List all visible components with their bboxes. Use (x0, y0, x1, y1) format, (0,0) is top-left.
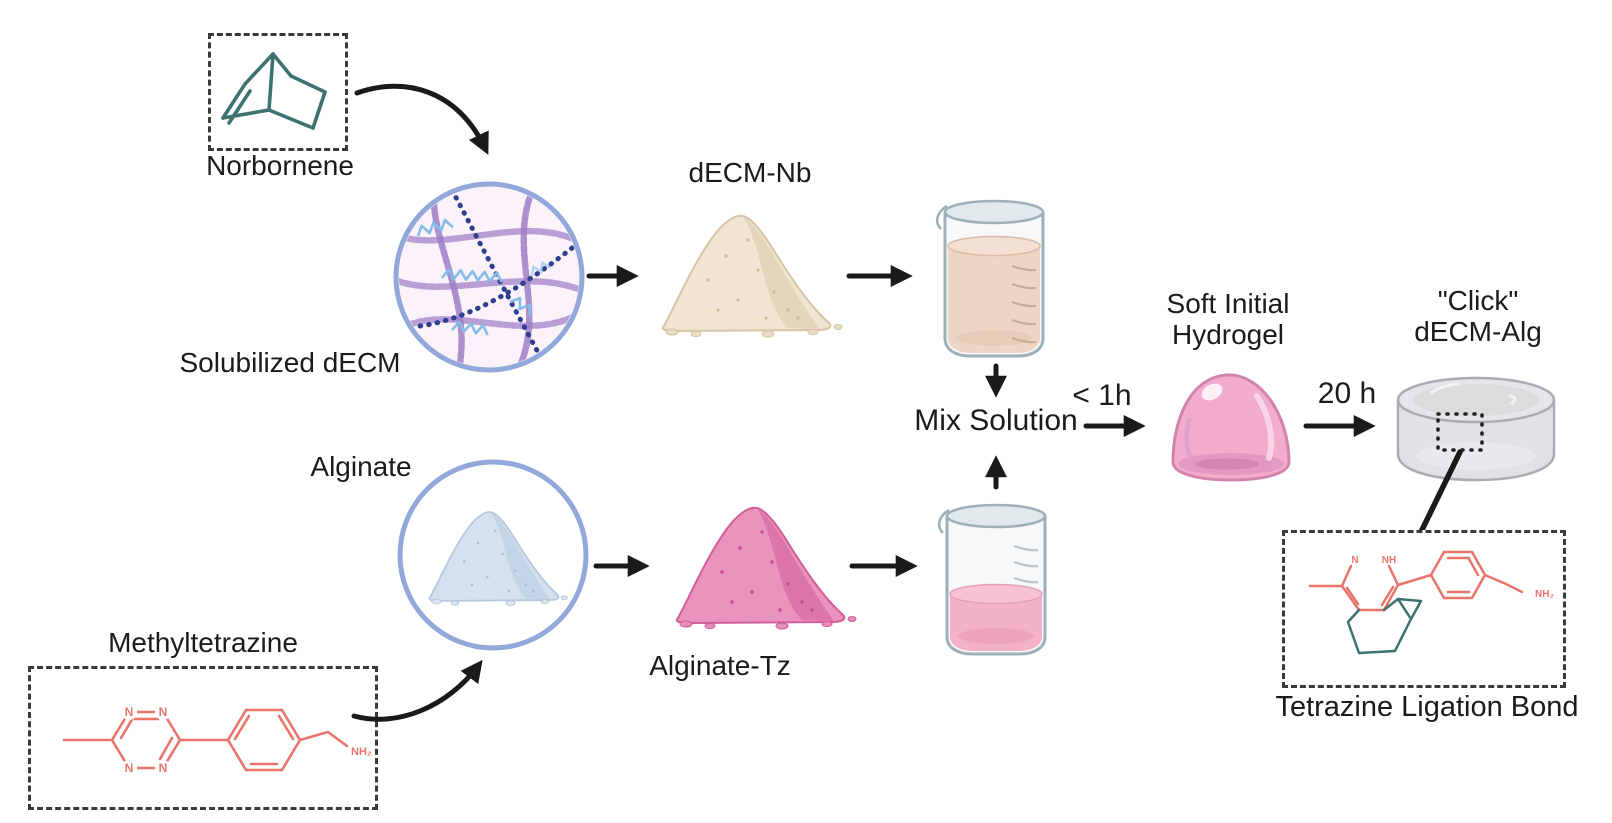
solubilized-decm-label: Solubilized dECM (179, 347, 401, 378)
alginate-tz-solution-beaker (937, 503, 1047, 656)
bond-callout-line (1417, 449, 1463, 537)
soft-hydrogel-icon (1171, 373, 1291, 482)
alginate-powder-icon (397, 459, 589, 651)
click-gel-dish-icon (1396, 376, 1556, 482)
arrow-hydrogel-to-click (1303, 414, 1376, 438)
soft-hydrogel-label-line1: Soft Initial (1166, 288, 1290, 319)
tetrazine-atom-n2: N (159, 705, 168, 719)
click-decm-alg-label-line1: "Click" (1437, 285, 1519, 316)
tetrazine-bond-box: N NH NH₂ (1282, 530, 1566, 688)
alginate-tz-label: Alginate-Tz (649, 650, 791, 681)
decm-nb-label: dECM-Nb (688, 157, 812, 188)
arrow-norbornene-to-decm (354, 83, 489, 155)
norbornene-label: Norbornene (206, 150, 354, 181)
tetrazine-atom-n3: N (125, 761, 134, 775)
arrow-mix-to-hydrogel (1083, 414, 1146, 438)
methyltetrazine-structure-box: N N N N NH₂ (28, 666, 378, 810)
arrow-methyltetrazine-to-alginate (351, 659, 483, 722)
tetrazine-atom-n4: N (159, 761, 168, 775)
tetrazine-atom-n1: N (125, 705, 134, 719)
soft-hydrogel-label: Soft Initial Hydrogel (1148, 288, 1308, 351)
methyltetrazine-label: Methyltetrazine (108, 627, 298, 658)
arrow-bottom-beaker-to-mix (984, 455, 1008, 490)
bond-atom-n: N (1351, 555, 1358, 566)
arrow-top-beaker-to-mix (984, 363, 1008, 398)
solubilized-decm-icon (393, 181, 585, 373)
tetrazine-ligation-bond-icon: N NH NH₂ (1308, 550, 1554, 655)
methyltetrazine-molecule-icon: N N N N NH₂ (62, 704, 372, 776)
mix-solution-label: Mix Solution (914, 404, 1078, 437)
mix-time-label: < 1h (1072, 379, 1132, 412)
arrow-tz-powder-to-beaker (849, 554, 918, 578)
click-decm-alg-label: "Click" dECM-Alg (1396, 285, 1560, 348)
alginate-tz-powder-icon (675, 506, 857, 630)
bond-atom-nh: NH (1382, 555, 1396, 566)
tetrazine-bond-label: Tetrazine Ligation Bond (1275, 691, 1579, 723)
bond-zoom-region-marker (1436, 412, 1484, 452)
norbornene-structure-box (208, 33, 348, 151)
arrow-powder-to-beaker (846, 264, 913, 288)
arrow-decm-to-powder (586, 264, 639, 288)
soft-hydrogel-label-line2: Hydrogel (1171, 319, 1285, 351)
norbornene-molecule-icon (221, 52, 327, 130)
click-decm-alg-label-line2: dECM-Alg (1414, 316, 1542, 348)
tetrazine-atom-nh2: NH₂ (351, 746, 372, 758)
decm-nb-powder-icon (661, 214, 843, 338)
bond-atom-nh2: NH₂ (1535, 589, 1554, 600)
decm-nb-solution-beaker (935, 199, 1045, 358)
arrow-alginate-to-tz-powder (593, 554, 650, 578)
alginate-label: Alginate (310, 451, 412, 482)
click-time-label: 20 h (1317, 377, 1377, 410)
